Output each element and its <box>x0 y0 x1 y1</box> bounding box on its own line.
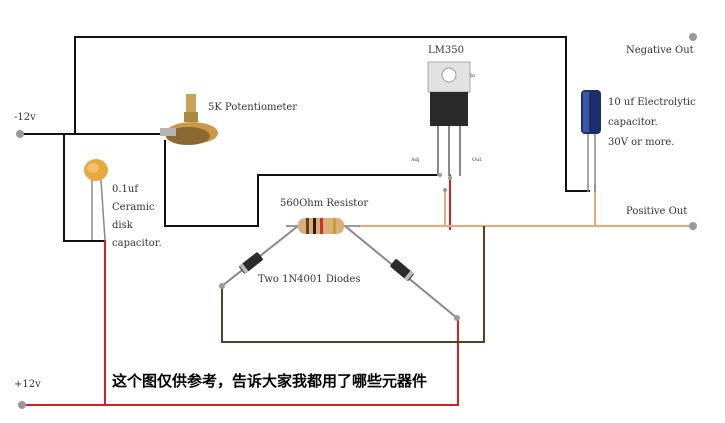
diode-right <box>390 259 414 281</box>
terminal-neg12 <box>16 130 24 138</box>
label-ceramic-4: capacitor. <box>112 238 162 249</box>
label-ceramic-3: disk <box>112 220 133 231</box>
electrolytic-capacitor <box>581 90 601 192</box>
diode-legs <box>221 225 458 319</box>
label-positive-out: Positive Out <box>626 206 688 217</box>
label-pin-in: In <box>470 73 476 79</box>
resistor-560ohm <box>286 218 360 234</box>
label-negative-out: Negative Out <box>626 45 694 56</box>
label-neg12v: -12v <box>14 112 36 123</box>
label-diodes: Two 1N4001 Diodes <box>258 274 361 285</box>
terminal-posout <box>689 222 697 230</box>
label-pin-out: Out <box>472 157 482 163</box>
label-potentiometer: 5K Potentiometer <box>208 102 298 113</box>
potentiometer-5k <box>160 94 218 145</box>
ceramic-capacitor <box>84 159 108 241</box>
brown-loop-wire <box>221 226 485 343</box>
label-lm350: LM350 <box>428 45 464 56</box>
caption-text: 这个图仅供参考，告诉大家我都用了哪些元器件 <box>112 372 428 390</box>
label-pos12v: +12v <box>14 379 41 390</box>
label-ceramic-2: Ceramic <box>112 202 155 213</box>
terminal-negout <box>689 33 697 41</box>
diode-left <box>239 252 263 274</box>
terminal-pos12 <box>18 401 26 409</box>
red-wires <box>22 174 459 406</box>
lm350-regulator <box>427 61 471 176</box>
black-wires <box>20 36 590 242</box>
label-electrolytic-3: 30V or more. <box>608 137 675 148</box>
label-ceramic-1: 0.1uf <box>112 184 139 195</box>
label-resistor: 560Ohm Resistor <box>280 198 369 209</box>
label-electrolytic-1: 10 uf Electrolytic <box>608 97 696 108</box>
label-pin-adj: Adj <box>411 157 420 163</box>
label-electrolytic-2: capacitor. <box>608 117 658 128</box>
terminals <box>16 33 697 409</box>
